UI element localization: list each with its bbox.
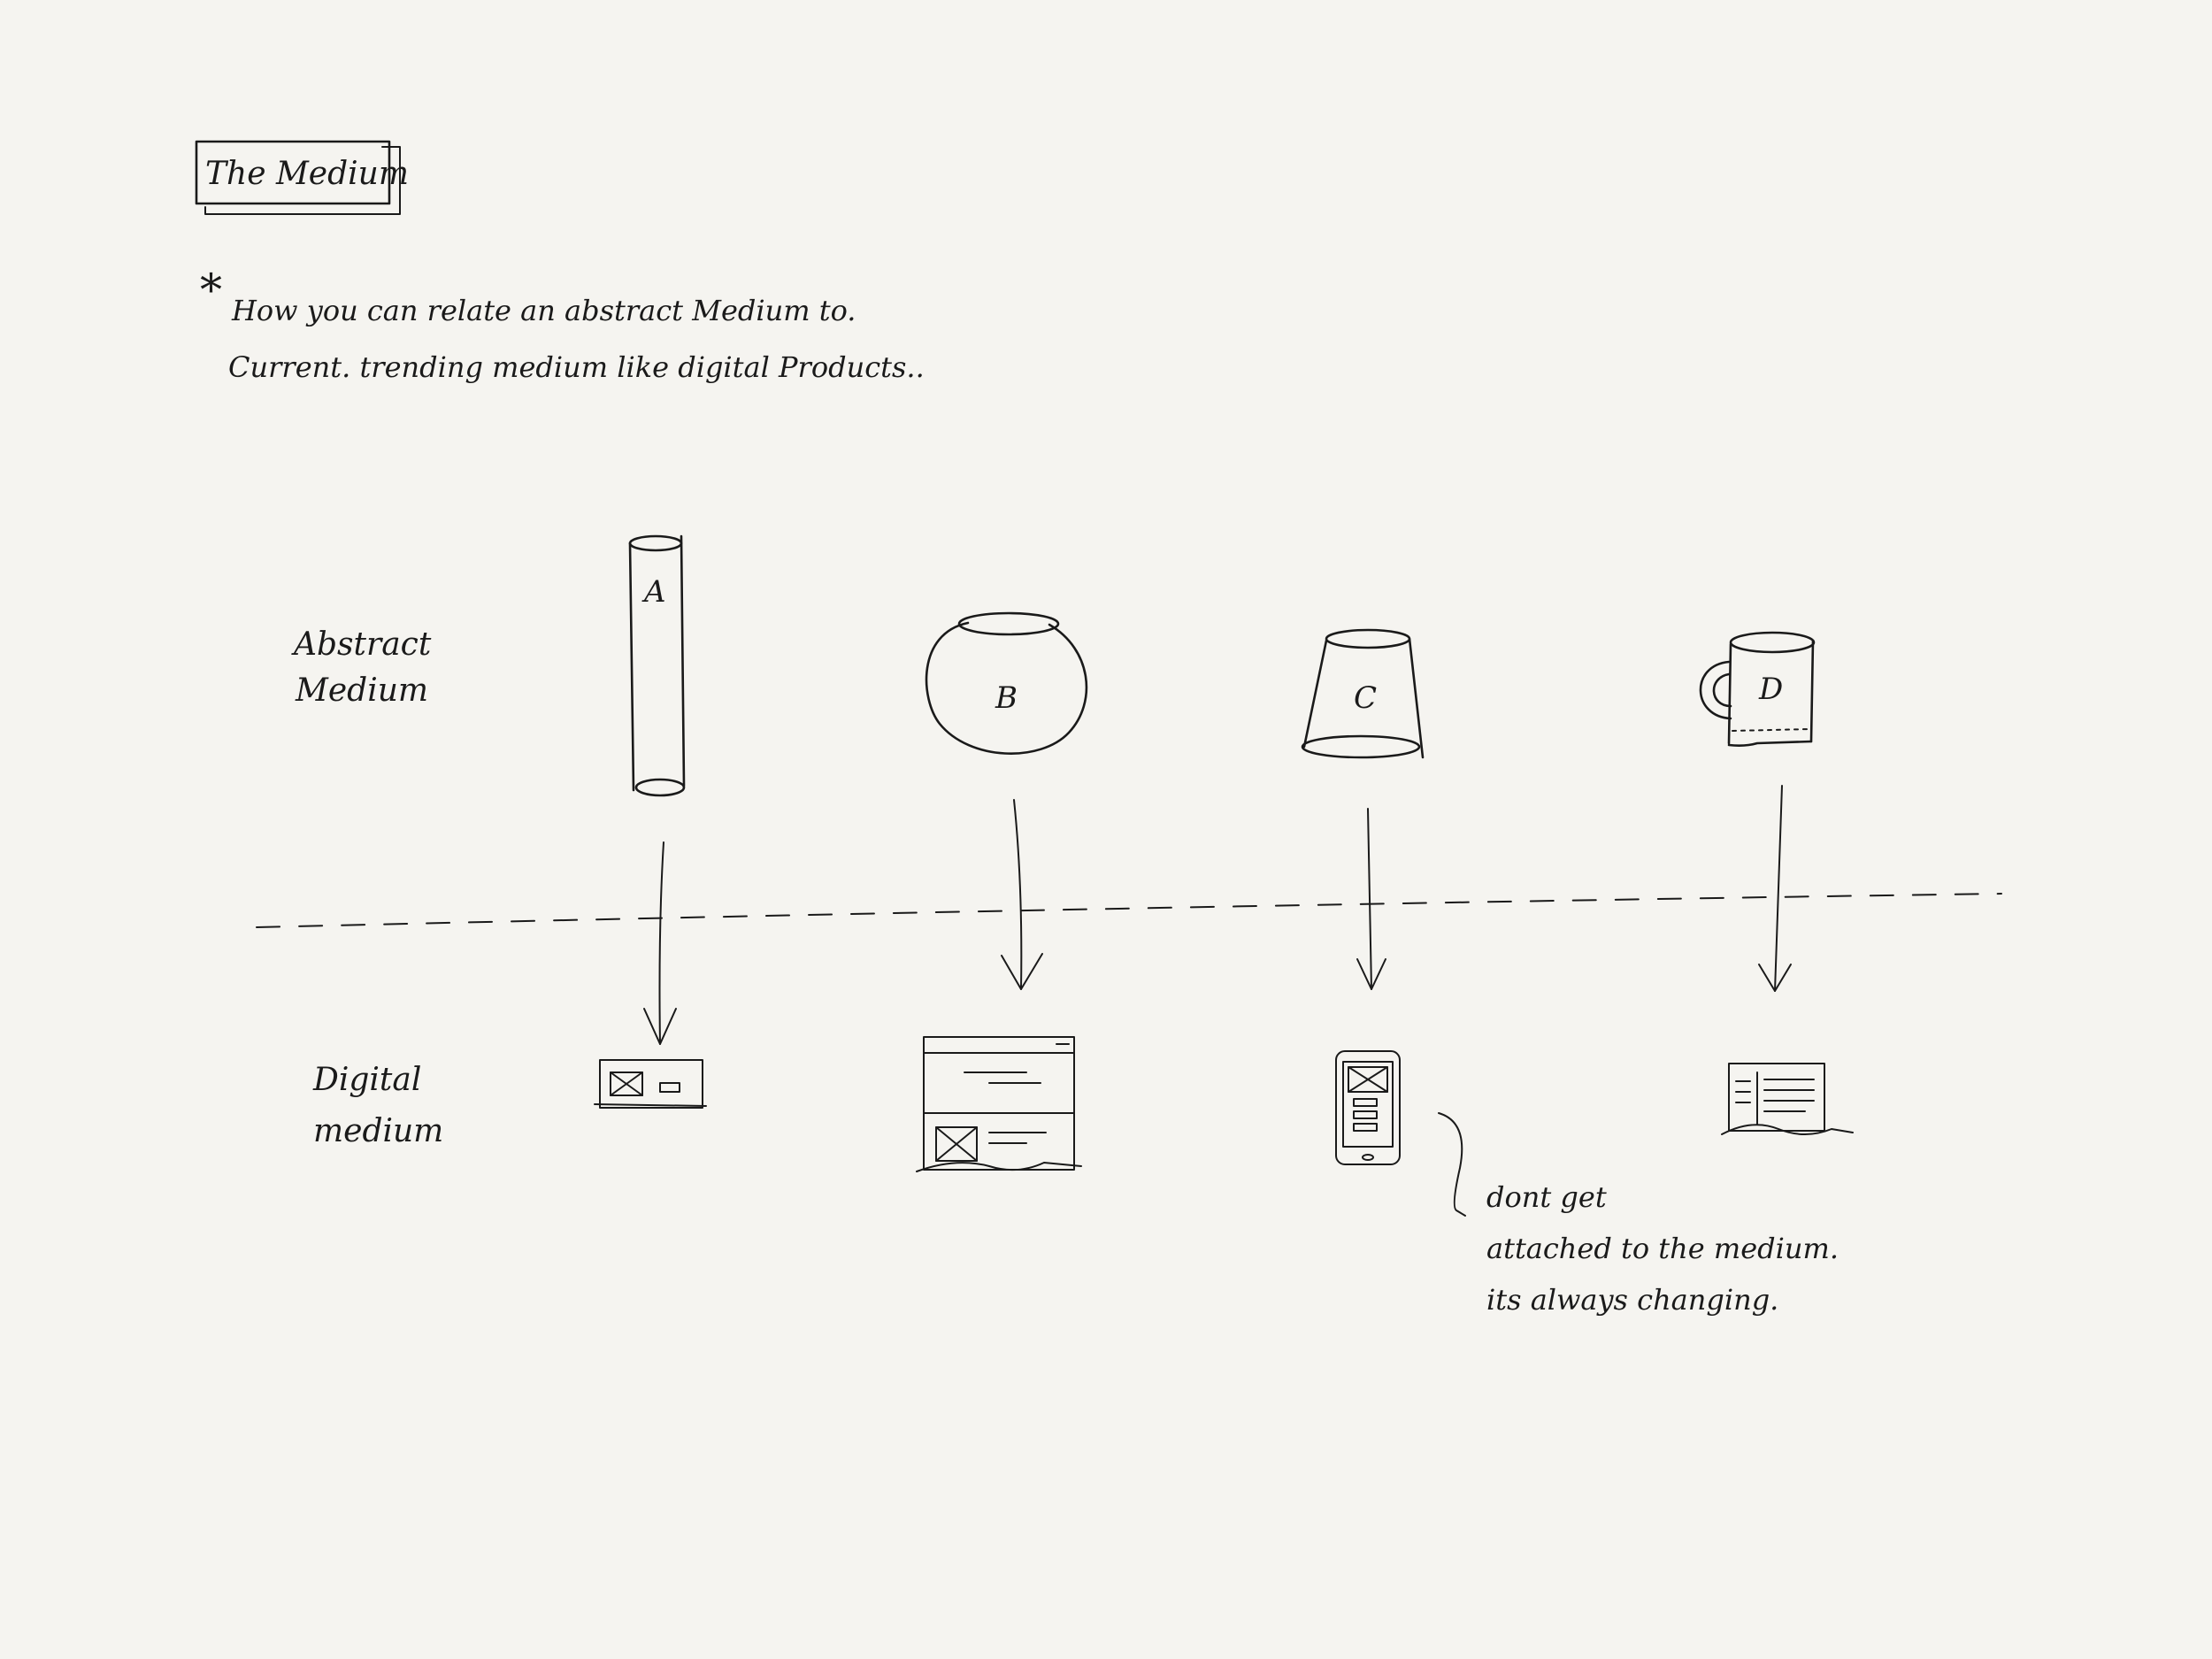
arrow-d	[1758, 785, 1792, 992]
abstract-label-line-2: Medium	[295, 672, 428, 709]
bullet-asterisk: *	[200, 265, 222, 316]
digital-object-open-book-wireframe	[1721, 1063, 1854, 1135]
object-c-letter: C	[1354, 680, 1377, 716]
object-b-letter: B	[995, 680, 1018, 716]
title-box: The Medium	[195, 140, 409, 215]
note-line-2: attached to the medium.	[1486, 1232, 1839, 1265]
abstract-object-b-bowl: B	[925, 611, 1088, 755]
digital-object-banner-wireframe	[594, 1059, 707, 1109]
intro-note: * How you can relate an abstract Medium …	[200, 265, 925, 384]
intro-line-1: How you can relate an abstract Medium to…	[231, 294, 856, 327]
side-note: dont get attached to the medium. its alw…	[1486, 1180, 1839, 1317]
abstract-label-line-1: Abstract	[291, 626, 432, 663]
digital-object-mobile-phone-wireframe	[1335, 1050, 1401, 1165]
note-line-1: dont get	[1486, 1180, 1607, 1214]
arrow-b	[1001, 799, 1043, 990]
abstract-object-a-cylinder: A	[628, 534, 686, 797]
note-line-3: its always changing.	[1486, 1283, 1778, 1317]
intro-line-2: Current. trending medium like digital Pr…	[228, 350, 925, 384]
digital-label-line-1: Digital	[312, 1062, 421, 1098]
note-bracket	[1438, 1112, 1466, 1217]
digital-object-web-page-wireframe	[916, 1036, 1082, 1172]
abstract-object-c-cup: C	[1301, 628, 1425, 759]
row-label-abstract: Abstract Medium	[291, 626, 432, 709]
object-a-letter: A	[641, 574, 666, 610]
arrow-a	[643, 841, 677, 1045]
divider-dashed-line	[256, 893, 2002, 928]
row-label-digital: Digital medium	[312, 1062, 443, 1149]
digital-label-line-2: medium	[313, 1113, 443, 1149]
object-d-letter: D	[1758, 672, 1783, 707]
abstract-object-d-mug: D	[1699, 631, 1816, 747]
arrow-c	[1356, 808, 1386, 990]
title-text: The Medium	[205, 156, 409, 192]
